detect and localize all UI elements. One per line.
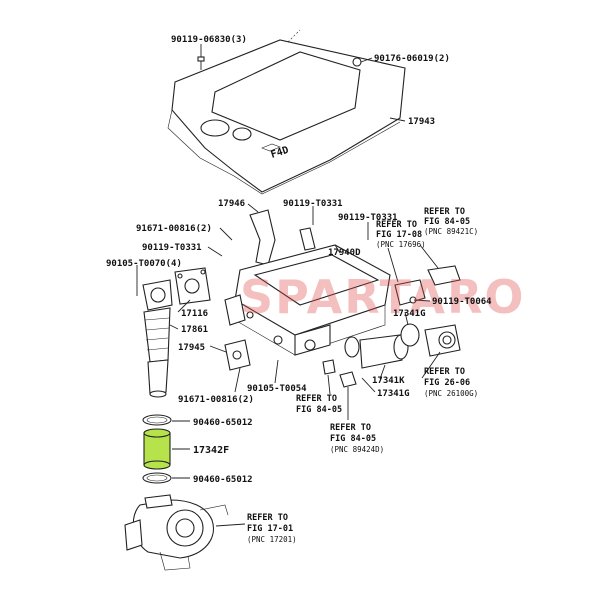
svg-text:REFER TO: REFER TO: [424, 367, 465, 377]
label-17940D: 17940D: [328, 248, 361, 258]
sensor-left: [322, 359, 336, 375]
hose-17342F: [143, 428, 171, 470]
sensor-right: [339, 371, 357, 388]
bolt-90176-06019: [352, 57, 362, 67]
label-90460-65012-top: 90460-65012: [193, 418, 253, 428]
watermark-text: SPARTARO: [240, 270, 526, 324]
label-17116: 17116: [181, 309, 208, 319]
ref-fig-17-08: REFER TO FIG 17-08 (PNC 17696): [376, 220, 426, 249]
label-91671-00816-a: 91671-00816(2): [136, 224, 212, 234]
leader-lines: [136, 44, 441, 527]
svg-text:FIG 26-06: FIG 26-06: [424, 378, 470, 388]
svg-text:(PNC 89424D): (PNC 89424D): [330, 445, 384, 454]
ref-fig-26-06: REFER TO FIG 26-06 (PNC 26100G): [424, 367, 478, 398]
svg-text:REFER TO: REFER TO: [330, 423, 371, 433]
svg-text:FIG 84-05: FIG 84-05: [296, 405, 342, 415]
intercooler: [224, 244, 391, 356]
clamp-upper-90460: [142, 414, 172, 426]
label-17341K: 17341K: [372, 376, 405, 386]
clamp-17341G-top: [400, 323, 420, 347]
label-17861: 17861: [181, 325, 208, 335]
ref-fig-84-05-a: REFER TO FIG 84-05 (PNC 89421C): [424, 207, 478, 236]
svg-text:(PNC 26100G): (PNC 26100G): [424, 389, 478, 398]
label-90119-06830: 90119-06830(3): [171, 35, 247, 45]
ref-fig-17-01: REFER TO FIG 17-01 (PNC 17201): [247, 513, 297, 544]
turbocharger: [124, 494, 229, 571]
gasket-17116: [174, 267, 211, 305]
label-90119-T0331-c: 90119-T0331: [142, 243, 202, 253]
svg-text:REFER TO: REFER TO: [424, 207, 465, 217]
svg-text:(PNC 17696): (PNC 17696): [376, 240, 426, 249]
svg-text:F4D: F4D: [270, 145, 291, 161]
label-91671-00816-b: 91671-00816(2): [178, 395, 254, 405]
engine-cover: F4D: [167, 29, 406, 195]
clamp-lower-90460: [142, 472, 172, 484]
label-17946: 17946: [218, 199, 245, 209]
hose-17341K: [344, 334, 409, 369]
label-17945: 17945: [178, 343, 205, 353]
svg-text:FIG 17-01: FIG 17-01: [247, 524, 293, 534]
label-90119-T0064: 90119-T0064: [432, 297, 492, 307]
ref-fig-84-05-c: REFER TO FIG 84-05 (PNC 89424D): [330, 423, 384, 454]
svg-text:REFER TO: REFER TO: [247, 513, 288, 523]
svg-text:FIG 17-08: FIG 17-08: [376, 230, 422, 240]
label-90119-T0331-a: 90119-T0331: [283, 199, 343, 209]
svg-text:REFER TO: REFER TO: [376, 220, 417, 230]
sensor-bracket-right: [394, 265, 461, 306]
svg-text:FIG 84-05: FIG 84-05: [424, 217, 470, 227]
throttle-body: [424, 324, 461, 357]
svg-text:REFER TO: REFER TO: [296, 394, 337, 404]
bolt-90119-06830: [197, 56, 205, 70]
pipe-17861: [142, 279, 173, 398]
label-17341G-bottom: 17341G: [377, 389, 410, 399]
label-17943: 17943: [408, 117, 435, 127]
label-17342F: 17342F: [193, 445, 229, 456]
label-90460-65012-bottom: 90460-65012: [193, 475, 253, 485]
label-90176-06019: 90176-06019(2): [374, 54, 450, 64]
svg-text:(PNC 89421C): (PNC 89421C): [424, 227, 478, 236]
svg-text:FIG 84-05: FIG 84-05: [330, 434, 376, 444]
label-90119-T0331-b: 90119-T0331: [338, 213, 398, 223]
label-90105-T0070: 90105-T0070(4): [106, 259, 182, 269]
bracket-17945: [224, 339, 251, 371]
label-90105-T0054: 90105-T0054: [247, 384, 307, 394]
ref-fig-84-05-b: REFER TO FIG 84-05: [296, 394, 342, 415]
label-17341G-top: 17341G: [393, 309, 426, 319]
svg-text:(PNC 17201): (PNC 17201): [247, 535, 297, 544]
